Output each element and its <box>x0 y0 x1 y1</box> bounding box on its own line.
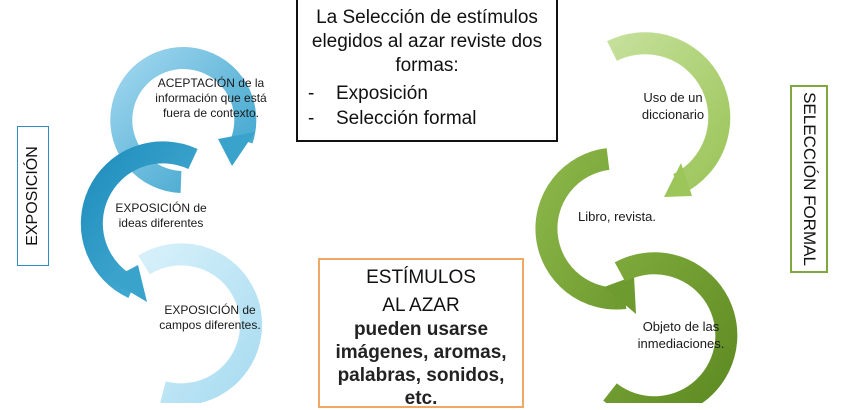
left-arrowhead-top <box>218 132 255 166</box>
left-step-1-label: ACEPTACIÓN de la información que está fu… <box>155 76 267 120</box>
right-arrowhead-middle <box>604 276 636 314</box>
left-arrowhead-middle <box>110 265 147 302</box>
top-box-item: Exposición <box>298 81 556 106</box>
top-box-list: Exposición Selección formal <box>298 81 556 131</box>
left-ring-bottom <box>138 243 262 403</box>
left-step-2-label: EXPOSICIÓN de ideas diferentes <box>115 201 207 230</box>
top-box-item: Selección formal <box>298 106 556 131</box>
right-vertical-label: SELECCIÓN FORMAL <box>800 92 819 266</box>
right-ring-bottom <box>603 252 738 403</box>
right-ring-middle <box>535 148 627 310</box>
center-info-box: ESTÍMULOS AL AZAR pueden usarse imágenes… <box>318 258 524 409</box>
left-ring-middle <box>80 141 198 298</box>
right-step-2-label: Libro, revista. <box>577 209 657 224</box>
center-box-heading-line-2: AL AZAR <box>382 295 460 316</box>
left-cycle <box>80 47 262 403</box>
right-vertical-label-box: SELECCIÓN FORMAL <box>790 85 828 273</box>
top-info-box: La Selección de estímulos elegidos al az… <box>296 0 558 142</box>
right-arrowhead-top <box>664 163 692 197</box>
right-ring-top <box>607 32 731 194</box>
right-step-1-label: Uso de un diccionario <box>641 90 705 122</box>
left-step-3-label: EXPOSICIÓN de campos diferentes. <box>159 303 261 332</box>
center-box-heading-line-1: ESTÍMULOS <box>366 267 476 288</box>
left-vertical-label: EXPOSICIÓN <box>24 146 41 246</box>
right-cycle <box>535 32 738 403</box>
center-box-body: pueden usarse imágenes, aromas, palabras… <box>335 319 507 409</box>
left-vertical-label-box: EXPOSICIÓN <box>17 126 49 266</box>
top-box-title: La Selección de estímulos elegidos al az… <box>311 7 543 76</box>
right-step-3-label: Objeto de las inmediaciones. <box>637 319 725 351</box>
